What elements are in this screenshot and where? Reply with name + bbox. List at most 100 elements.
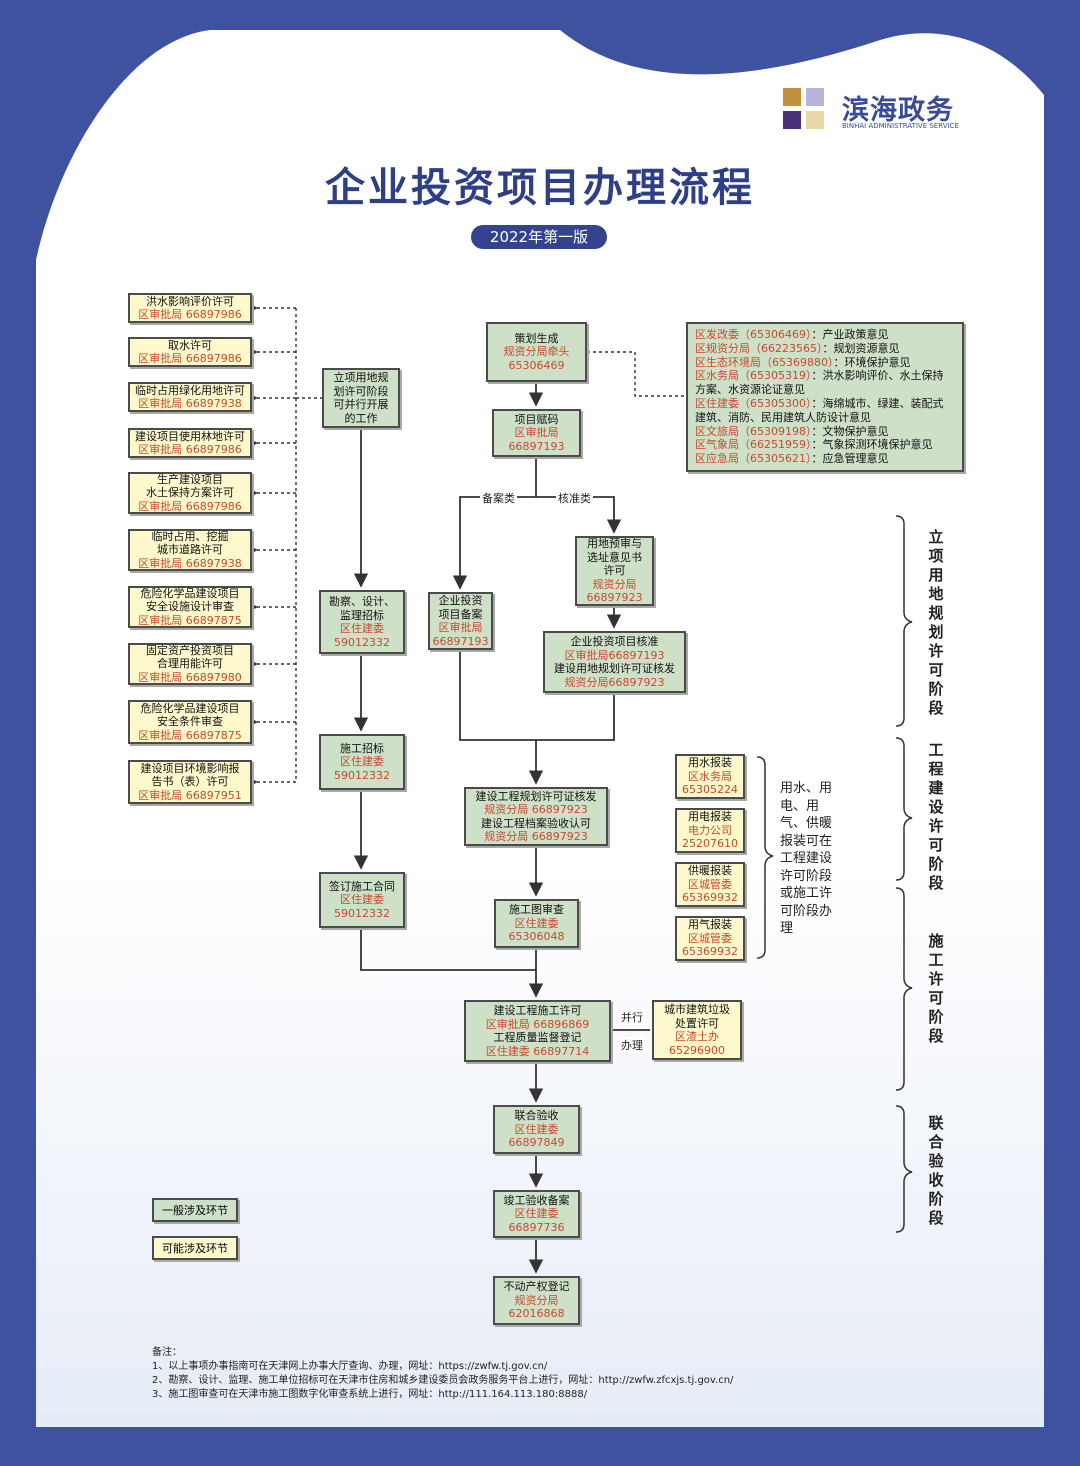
stage-engineering: 工程建设许可阶段 (928, 741, 944, 892)
permit-name: 取水许可 (168, 338, 212, 352)
step-agency: 区住建委 (340, 755, 384, 769)
step-agency: 区住建委 (514, 1207, 559, 1221)
step-project-code: 项目赋码 区审批局 66897193 (492, 409, 581, 457)
permit-name-2: 城市道路许可 (157, 543, 223, 557)
permit-soil-conservation: 生产建设项目 水土保持方案许可 区审批局 66897986 (128, 472, 252, 514)
opinion-text: 建筑、消防、民用建筑人防设计意见 (695, 410, 871, 424)
utility-phone: 65369932 (682, 945, 738, 959)
opinion-line: 区发改委（65306469）：产业政策意见 (695, 328, 889, 342)
step-name: 不动产权登记 (503, 1280, 570, 1294)
step-name: 策划生成 (514, 331, 559, 345)
utility-agency: 区水务局 (688, 769, 732, 783)
step-name: 处置许可 (675, 1016, 719, 1030)
opinion-line: 区规资分局（66223565）：规划资源意见 (695, 342, 900, 356)
utility-water: 用水报装 区水务局 65305224 (675, 754, 745, 799)
step-phone: 65306048 (508, 930, 565, 944)
utility-power: 用电报装 电力公司 25207610 (675, 808, 745, 853)
permit-energy-use: 固定资产投资项目 合理用能许可 区审批局 66897980 (128, 643, 252, 685)
utility-name: 用水报装 (688, 756, 732, 770)
step-name: 建设用地规划许可证核发 (554, 662, 675, 675)
step-agency: 区住建委 (514, 1122, 559, 1136)
step-agency: 规资分局牵头 (503, 345, 570, 359)
note-1: 1、以上事项办事指南可在天津网上办事大厅查询、办理，网址：https://zwf… (152, 1361, 548, 1372)
logo-subtitle: BINHAI ADMINISTRATIVE SERVICE (842, 122, 959, 130)
page-title: 企业投资项目办理流程 (325, 165, 755, 211)
step-joint-acceptance: 联合验收 区住建委 66897849 (493, 1105, 580, 1154)
permit-agency: 区审批局 66897875 (138, 613, 242, 627)
opinion-line: 区应急局（65305621）：应急管理意见 (695, 452, 889, 466)
opinion-agency: 区文旅局（65309198） (695, 424, 812, 438)
permit-agency: 区审批局 66897986 (138, 443, 242, 456)
stage-construction-permit: 施工许可阶段 (928, 932, 944, 1045)
permit-name-1: 危险化学品建设项目 (140, 701, 240, 715)
branch-approve-label: 核准类 (556, 490, 593, 506)
legend-general: 一般涉及环节 (152, 1198, 238, 1222)
permit-name: 临时占用绿化用地许可 (135, 383, 245, 397)
permit-name: 建设项目使用林地许可 (135, 429, 245, 443)
utility-agency: 电力公司 (688, 823, 732, 837)
step-name: 建设工程规划许可证核发 (475, 789, 597, 803)
step-planning: 策划生成 规资分局牵头 65306469 (486, 322, 587, 382)
permit-forest-land: 建设项目使用林地许可 区审批局 66897986 (128, 428, 252, 458)
utility-agency: 区城管委 (688, 931, 732, 945)
branch-record-label: 备案类 (480, 490, 517, 506)
step-name: 工程质量监督登记 (493, 1031, 582, 1044)
opinion-line: 方案、水资源论证意见 (695, 383, 805, 397)
step-planning-permit: 建设工程规划许可证核发 规资分局 66897923 建设工程档案验收认可 规资分… (464, 787, 608, 846)
step-agency: 区审批局 66896869 (485, 1017, 590, 1031)
step-name: 项目备案 (438, 607, 483, 621)
step-agency: 规资分局 66897923 (484, 803, 588, 816)
permit-name-1: 建设项目环境影响报 (140, 761, 240, 775)
legend-possible: 可能涉及环节 (152, 1236, 238, 1260)
step-name: 项目赋码 (514, 412, 559, 426)
opinion-text: ：环境保护意见 (833, 355, 911, 369)
opinion-text: ：海绵城市、绿建、装配式 (811, 397, 944, 410)
step-phone: 66897193 (508, 439, 565, 453)
opinion-line: 区文旅局（65309198）：文物保护意见 (695, 425, 889, 439)
step-agency: 规资分局66897923 (564, 675, 665, 689)
opinion-text: ：应急管理意见 (811, 452, 889, 466)
step-name: 用地预审与 (587, 537, 642, 551)
step-completion-record: 竣工验收备案 区住建委 66897736 (493, 1190, 580, 1238)
permit-name-2: 告书（表）许可 (151, 775, 229, 789)
opinion-text: ：气象探测环境保护意见 (811, 438, 933, 452)
notes-title: 备注： (152, 1347, 182, 1358)
utility-gas: 用气报装 区城管委 65369932 (675, 916, 745, 961)
step-construction-permit: 建设工程施工许可 区审批局 66896869 工程质量监督登记 区住建委 668… (464, 1000, 611, 1062)
utility-name: 用气报装 (688, 918, 732, 932)
step-phone: 59012332 (334, 768, 390, 782)
step-sign-contract: 签订施工合同 区住建委 59012332 (319, 872, 405, 928)
parallel-work-note: 立项用地规 划许可阶段 可并行开展 的工作 (322, 368, 400, 428)
utility-agency: 区城管委 (688, 877, 732, 891)
note-line: 可并行开展 (333, 398, 389, 411)
permit-name-2: 安全设施设计审查 (146, 600, 234, 614)
opinion-agency: 区住建委（65305300） (695, 397, 812, 410)
step-agency: 规资分局 (514, 1293, 559, 1307)
opinion-agency: 区生态环境局（65369880） (695, 355, 834, 369)
permit-agency: 区审批局 66897980 (138, 670, 242, 684)
step-phone: 66897923 (586, 591, 643, 605)
permit-name-1: 生产建设项目 (157, 472, 223, 486)
step-agency: 区审批局 (514, 426, 559, 440)
edition-badge: 2022年第一版 (471, 225, 607, 249)
step-name: 企业投资 (438, 594, 483, 607)
step-agency: 规资分局 (592, 577, 637, 591)
permit-agency: 区审批局 66897986 (138, 499, 242, 513)
note-2: 2、勘察、设计、监理、施工单位招标可在天津市住房和城乡建设委员会政务服务平台上进… (152, 1375, 734, 1386)
step-agency: 区住建委 66897714 (485, 1044, 590, 1058)
permit-name: 洪水影响评价许可 (146, 294, 234, 308)
step-agency: 区住建委 (514, 916, 559, 930)
step-agency: 区审批局66897193 (564, 648, 665, 662)
permit-hazchem-safety-condition: 危险化学品建设项目 安全条件审查 区审批局 66897875 (128, 700, 252, 744)
step-name: 选址意见书 (587, 550, 642, 564)
step-agency: 规资分局 66897923 (484, 830, 588, 843)
opinion-line: 建筑、消防、民用建筑人防设计意见 (695, 411, 871, 425)
step-phone: 59012332 (334, 906, 390, 920)
opinion-agency: 区气象局（66251959） (695, 438, 812, 452)
utility-phone: 65305224 (682, 783, 738, 797)
permit-name-1: 临时占用、挖掘 (151, 529, 229, 543)
step-land-pre-review: 用地预审与 选址意见书 许可 规资分局 66897923 (575, 536, 654, 606)
step-drawing-review: 施工图审查 区住建委 65306048 (494, 899, 579, 948)
permit-name-1: 危险化学品建设项目 (140, 586, 240, 600)
note-line: 立项用地规 (333, 371, 389, 384)
